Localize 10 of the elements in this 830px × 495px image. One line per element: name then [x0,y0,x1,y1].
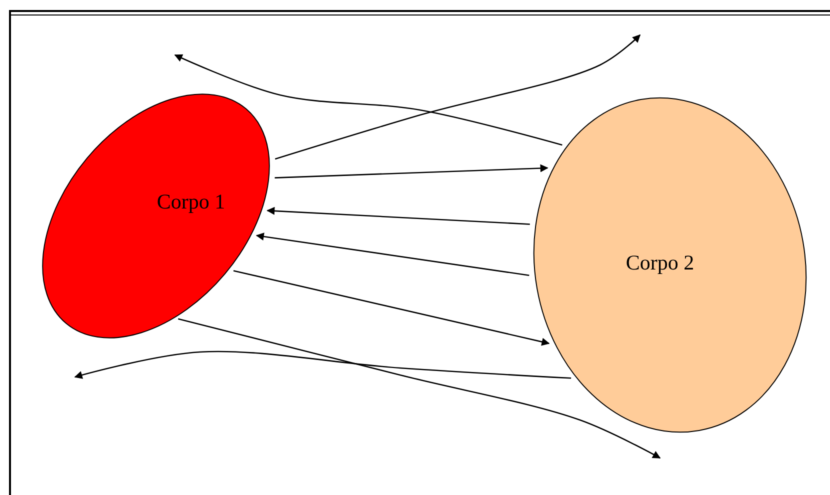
arrow [233,270,550,346]
node-label: Corpo 2 [626,250,694,276]
arrow [74,350,572,379]
arrow [178,318,661,459]
arrow [274,164,548,178]
arrow [274,34,641,160]
arrow [266,206,530,225]
node-label: Corpo 1 [156,190,226,214]
arrow [256,232,530,276]
arrow [174,54,562,146]
